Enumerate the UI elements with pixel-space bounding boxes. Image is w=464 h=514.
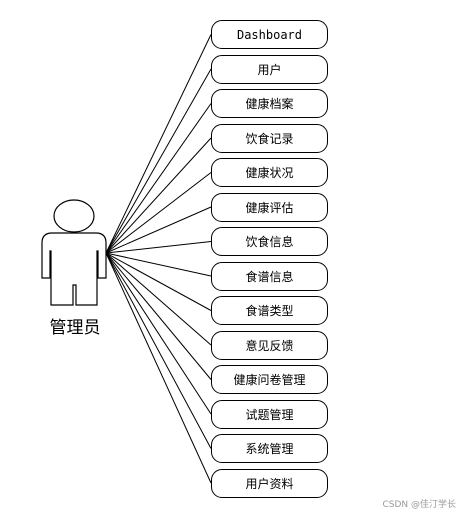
actor-head (53, 199, 95, 233)
use-case-3: 饮食记录 (211, 123, 328, 153)
association-line-0 (105, 34, 212, 254)
association-line-7 (105, 252, 212, 277)
use-case-7: 食谱信息 (211, 261, 328, 291)
association-line-10 (105, 252, 212, 380)
association-line-3 (105, 137, 212, 254)
association-line-8 (105, 252, 212, 311)
actor-body (41, 232, 107, 306)
association-line-2 (105, 103, 212, 254)
actor-label: 管理员 (49, 318, 101, 338)
use-case-6: 饮食信息 (211, 227, 328, 256)
use-case-8: 食谱类型 (211, 296, 328, 325)
use-case-0: Dashboard (211, 20, 328, 49)
use-case-5: 健康评估 (211, 192, 328, 222)
association-lines (105, 34, 212, 484)
use-case-11: 试题管理 (211, 399, 328, 429)
use-case-4: 健康状况 (211, 158, 328, 187)
use-case-13: 用户资料 (211, 468, 328, 498)
use-case-9: 意见反馈 (211, 330, 328, 360)
actor-figure (41, 199, 107, 306)
association-line-11 (105, 252, 212, 415)
association-line-6 (105, 241, 212, 254)
association-line-1 (105, 68, 212, 254)
association-line-5 (105, 206, 212, 254)
association-line-13 (105, 252, 212, 484)
use-case-1: 用户 (211, 54, 328, 84)
use-case-10: 健康问卷管理 (211, 365, 328, 394)
use-case-12: 系统管理 (211, 434, 328, 463)
association-line-9 (105, 252, 212, 346)
use-case-2: 健康档案 (211, 89, 328, 118)
watermark: CSDN @佳汀学长 (382, 500, 456, 510)
association-line-12 (105, 252, 212, 449)
association-line-4 (105, 172, 212, 254)
